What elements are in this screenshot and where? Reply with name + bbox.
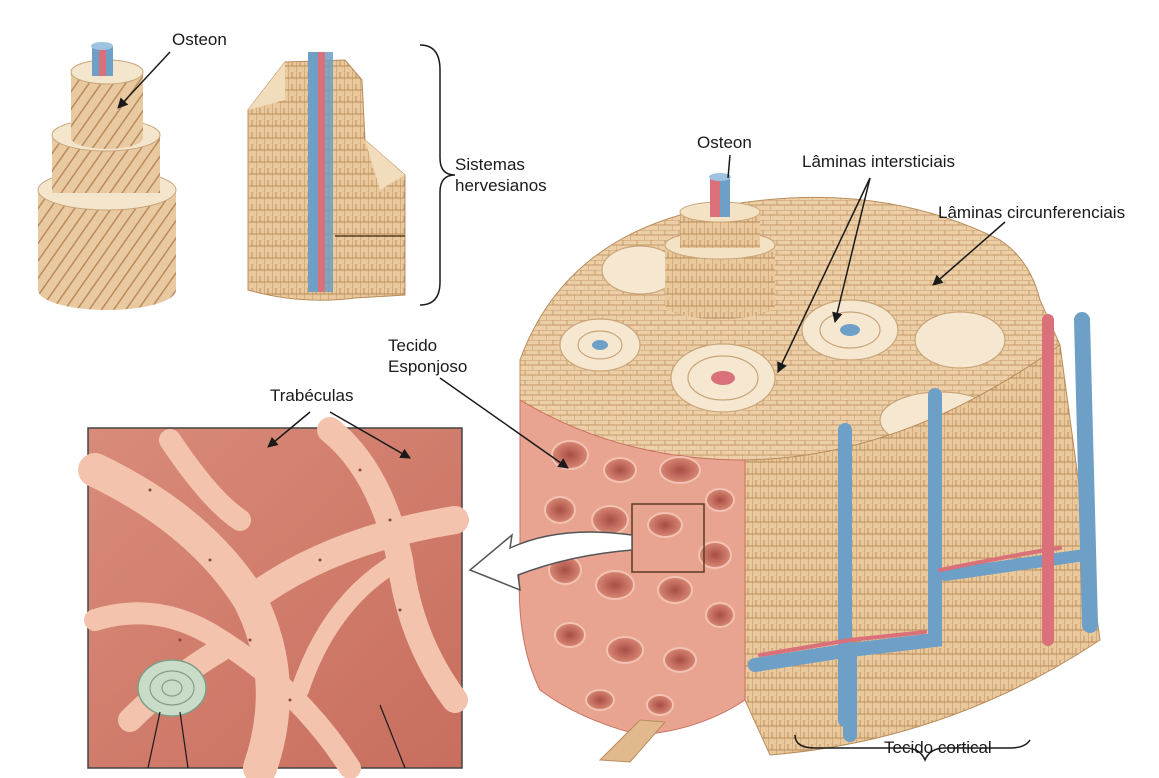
osteon-stacked-illustration	[38, 42, 176, 310]
trabeculas-detail-panel	[88, 428, 462, 768]
label-sistemas-line1: Sistemas	[455, 155, 525, 175]
label-laminas-circunferenciais: Lâminas circunferenciais	[938, 203, 1125, 223]
label-osteon-right: Osteon	[697, 133, 752, 153]
label-laminas-intersticiais: Lâminas intersticiais	[802, 152, 955, 172]
label-tecido-line1: Tecido	[388, 336, 437, 356]
label-tecido-cortical: Tecido cortical	[884, 738, 992, 758]
label-trabeculas: Trabéculas	[270, 386, 353, 406]
bone-block-illustration	[519, 173, 1100, 762]
label-sistemas-line2: hervesianos	[455, 176, 547, 196]
label-tecido-line2: Esponjoso	[388, 357, 467, 377]
haversian-section-illustration	[248, 52, 405, 300]
label-osteon-top: Osteon	[172, 30, 227, 50]
sistemas-brace	[420, 45, 455, 305]
